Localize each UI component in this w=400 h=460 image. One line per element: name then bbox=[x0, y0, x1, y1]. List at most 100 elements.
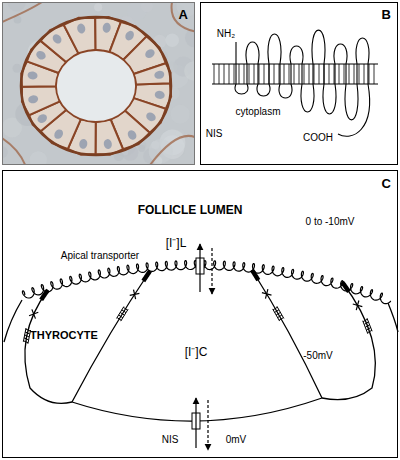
junction-bar bbox=[41, 290, 48, 300]
cell-nucleus bbox=[103, 138, 113, 149]
cell-nucleus bbox=[51, 33, 63, 46]
tissue-texture bbox=[8, 2, 26, 11]
nis-topology bbox=[212, 30, 378, 136]
cell-nucleus bbox=[145, 111, 158, 123]
cell-nucleus bbox=[27, 94, 39, 104]
membrane-potential: 0 to -10mV bbox=[306, 217, 355, 227]
terminus-label: NH₂ bbox=[217, 29, 235, 39]
membrane-hatch bbox=[304, 64, 305, 84]
tight-junction bbox=[353, 300, 363, 310]
membrane-hatch bbox=[359, 64, 360, 84]
membrane-hatch bbox=[234, 64, 235, 84]
cell-label: THYROCYTE bbox=[30, 330, 98, 341]
stained-membrane bbox=[2, 138, 26, 165]
tissue-texture bbox=[184, 61, 195, 80]
follicle-outline bbox=[21, 17, 171, 155]
cell-nucleus bbox=[53, 128, 65, 141]
membrane-hatch bbox=[329, 64, 330, 84]
protein-label: NIS bbox=[206, 129, 223, 139]
membrane-hatch bbox=[224, 64, 225, 84]
membrane-hatch bbox=[354, 64, 355, 84]
membrane-hatch bbox=[299, 64, 300, 84]
panel-letter: C bbox=[382, 176, 391, 191]
membrane-line bbox=[212, 84, 378, 85]
thyrocyte-cell bbox=[22, 86, 60, 115]
thyrocyte-cell bbox=[134, 63, 171, 84]
membrane-hatch bbox=[284, 64, 285, 84]
compartment-label: cytoplasm bbox=[235, 107, 280, 117]
membrane-hatch bbox=[249, 64, 250, 84]
membrane-hatch bbox=[319, 64, 320, 84]
membrane-hatch bbox=[289, 64, 290, 84]
panel-letter: B bbox=[382, 7, 391, 22]
tight-junction bbox=[262, 289, 272, 299]
desmosome bbox=[117, 307, 129, 322]
desmosome bbox=[363, 318, 372, 334]
apical-microvilli bbox=[22, 260, 390, 303]
iodide-flux-arrow bbox=[199, 244, 200, 292]
cell-nucleus bbox=[36, 113, 49, 125]
panel-letter: A bbox=[179, 7, 188, 22]
desmosome bbox=[273, 306, 284, 321]
membrane-hatch bbox=[334, 64, 335, 84]
tissue-texture bbox=[141, 2, 153, 12]
thyrocyte-cell bbox=[96, 119, 124, 154]
membrane-hatch bbox=[339, 64, 340, 84]
cell-nucleus bbox=[124, 29, 136, 42]
membrane-hatch bbox=[254, 64, 255, 84]
membrane-line bbox=[212, 64, 378, 65]
junction-bar bbox=[252, 270, 258, 280]
membrane-hatch bbox=[259, 64, 260, 84]
cell-nucleus bbox=[35, 49, 48, 61]
membrane-hatch bbox=[314, 64, 315, 84]
cell-nucleus bbox=[76, 23, 86, 35]
follicle-micrograph bbox=[2, 2, 195, 165]
iodide-backflux-arrow bbox=[207, 400, 208, 450]
junction-bar bbox=[143, 271, 150, 281]
tight-junction bbox=[130, 290, 140, 300]
stained-membrane bbox=[172, 2, 195, 32]
iodide-flux-arrow bbox=[195, 398, 196, 448]
micrograph-panel: A bbox=[2, 2, 195, 165]
membrane-hatch bbox=[344, 64, 345, 84]
iodide-concentration: [I⁻]L bbox=[166, 237, 187, 249]
follicle-lumen bbox=[56, 50, 136, 122]
membrane-hatch bbox=[374, 64, 375, 84]
membrane-hatch bbox=[279, 64, 280, 84]
membrane-hatch bbox=[219, 64, 220, 84]
lateral-membrane bbox=[4, 300, 22, 342]
membrane-hatch bbox=[274, 64, 275, 84]
membrane-potential: 0mV bbox=[226, 435, 247, 445]
follicle-schematic bbox=[4, 244, 398, 450]
membrane-potential: -50mV bbox=[303, 351, 332, 361]
membrane-hatch bbox=[349, 64, 350, 84]
membrane-hatch bbox=[369, 64, 370, 84]
tissue-texture bbox=[30, 151, 47, 165]
transporter-label: Apical transporter bbox=[61, 251, 139, 261]
stained-membrane bbox=[150, 136, 195, 165]
membrane-hatch bbox=[244, 64, 245, 84]
tight-junction bbox=[29, 309, 38, 318]
cell-nucleus bbox=[154, 90, 165, 99]
cell-nucleus bbox=[144, 48, 157, 60]
tissue-texture bbox=[94, 3, 102, 11]
tissue-texture bbox=[12, 64, 21, 73]
iodide-concentration: [I⁻]C bbox=[185, 346, 208, 358]
tissue-texture bbox=[138, 145, 145, 152]
stained-membrane bbox=[2, 2, 42, 22]
tissue-background bbox=[2, 2, 195, 165]
membrane-hatch bbox=[364, 64, 365, 84]
iodide-backflux-arrow bbox=[211, 248, 212, 294]
terminus-label: COOH bbox=[303, 133, 333, 143]
thyrocyte-cell bbox=[64, 18, 96, 54]
protein-chain bbox=[235, 30, 370, 136]
tissue-texture bbox=[171, 105, 190, 124]
membrane-hatch bbox=[214, 64, 215, 84]
cell-nucleus bbox=[27, 71, 38, 81]
desmosome bbox=[23, 328, 30, 344]
lateral-membrane bbox=[388, 303, 398, 332]
tissue-texture bbox=[166, 34, 179, 47]
cell-nucleus bbox=[154, 70, 165, 80]
topology-panel: B bbox=[200, 2, 398, 165]
